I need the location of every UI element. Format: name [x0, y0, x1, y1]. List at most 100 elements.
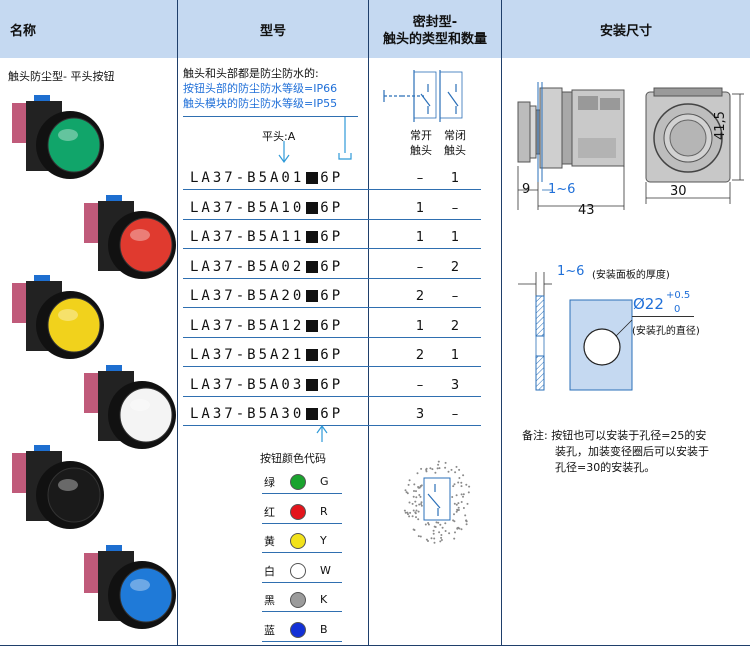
- dim-43: 43: [578, 203, 595, 218]
- intro-underline: [183, 116, 358, 117]
- note-line2: 装孔，加装变径圈后可以安装于: [555, 445, 709, 458]
- header-sealed-line2: 触头的类型和数量: [382, 32, 487, 47]
- nc-count: 2: [450, 318, 460, 334]
- no-count: 3: [415, 407, 425, 422]
- color-underline: [262, 611, 342, 612]
- row-underline: [183, 307, 481, 308]
- model-suffix: 6P: [320, 376, 344, 393]
- dim-1-6: 1~6: [548, 182, 576, 197]
- push-button-photo: [84, 545, 176, 629]
- dim-41-5: 41,5: [713, 111, 728, 140]
- color-swatch: [290, 503, 306, 520]
- contact-symbol-diagram: [383, 70, 463, 122]
- row-underline: [183, 425, 481, 426]
- color-swatch: [290, 474, 306, 490]
- nc-count: 3: [450, 377, 460, 393]
- model-row: LA37-B5A02 6P: [190, 259, 343, 275]
- table-header: [0, 0, 750, 58]
- no-contact-label: 常开 触头: [410, 128, 432, 158]
- color-code: K: [320, 593, 328, 606]
- color-underline: [262, 493, 342, 494]
- dimension-drawing: [517, 82, 744, 210]
- color-name: 绿: [264, 476, 275, 489]
- color-swatch: [290, 621, 306, 638]
- column-divider: [501, 0, 502, 646]
- model-suffix: 6P: [320, 258, 344, 275]
- note-line3: 孔径=30的安装孔。: [555, 461, 656, 474]
- model-suffix: 6P: [320, 317, 344, 334]
- column-divider: [368, 0, 369, 646]
- hole-tolerance-zero: 0: [674, 304, 681, 315]
- product-name: 触头防尘型- 平头按钮: [8, 70, 115, 83]
- model-code: LA37-B5A30: [190, 406, 305, 422]
- no-count: –: [416, 377, 424, 393]
- panel-thickness-note: (安装面板的厚度): [592, 270, 670, 281]
- color-name: 蓝: [264, 623, 275, 637]
- model-suffix: 6P: [320, 347, 344, 363]
- row-underline: [183, 336, 481, 338]
- color-placeholder-box: [306, 290, 319, 302]
- color-code: G: [320, 475, 329, 488]
- head-label: 平头:A: [262, 130, 296, 143]
- nc-contact-label: 常闭 触头: [444, 128, 466, 158]
- model-code: LA37-B5A20: [190, 288, 305, 304]
- color-placeholder-box: [306, 349, 319, 361]
- nc-count: –: [451, 200, 459, 216]
- model-code: LA37-B5A02: [190, 258, 305, 275]
- model-code: LA37-B5A03: [190, 376, 305, 393]
- push-button-photo: [84, 365, 176, 449]
- row-underline: [183, 366, 481, 367]
- color-underline: [262, 640, 342, 642]
- hole-tolerance-plus: +0.5: [666, 290, 691, 301]
- note-block: 备注: 按钮也可以安装于孔径=25的安 装孔，加装变径圈后可以安装于 孔径=30…: [522, 428, 709, 476]
- dustproof-contact-icon: [403, 460, 471, 544]
- color-placeholder-box: [306, 378, 319, 391]
- row-underline: [183, 189, 481, 190]
- model-suffix: 6P: [320, 229, 344, 245]
- no-count: 2: [415, 289, 425, 304]
- push-button-photo: [12, 445, 104, 529]
- table-bottom-border: [0, 645, 750, 646]
- model-suffix: 6P: [320, 406, 344, 422]
- no-count: 2: [415, 348, 425, 363]
- color-underline: [262, 552, 342, 553]
- nc-label-line2: 触头: [444, 144, 466, 157]
- row-underline: [183, 395, 481, 397]
- row-underline: [183, 277, 481, 279]
- color-placeholder-box: [306, 172, 319, 184]
- nc-count: 1: [450, 348, 460, 363]
- color-code: B: [320, 622, 328, 636]
- model-code: LA37-B5A11: [190, 229, 305, 245]
- header-sealed-line1: 密封型-: [412, 15, 458, 30]
- push-button-photo: [12, 275, 104, 359]
- hole-diameter: Ø22: [633, 295, 664, 313]
- header-dims: 安装尺寸: [599, 23, 652, 39]
- color-code-arrow: [316, 425, 328, 442]
- no-count: 1: [415, 318, 425, 334]
- nc-label-line1: 常闭: [444, 129, 466, 142]
- push-button-photo: [12, 95, 104, 179]
- color-name: 黑: [264, 594, 275, 607]
- model-suffix: 6P: [320, 288, 344, 304]
- no-count: –: [416, 171, 424, 186]
- note-label: 备注:: [522, 429, 548, 442]
- dim-30: 30: [670, 184, 687, 199]
- model-suffix: 6P: [320, 199, 344, 216]
- color-name: 白: [264, 564, 275, 578]
- intro-text: 触头和头部都是防尘防水的: 按钮头部的防尘防水等级=IP66 触头模块的防尘防水…: [183, 66, 337, 111]
- no-count: 1: [415, 200, 425, 216]
- model-row: LA37-B5A12 6P: [190, 318, 343, 334]
- model-row: LA37-B5A03 6P: [190, 377, 343, 393]
- color-swatch: [290, 533, 306, 549]
- nc-count: 1: [450, 230, 460, 245]
- intro-line1: 触头和头部都是防尘防水的:: [183, 67, 319, 80]
- model-code: LA37-B5A12: [190, 317, 305, 334]
- header-name: 名称: [10, 23, 37, 39]
- color-placeholder-box: [306, 260, 319, 273]
